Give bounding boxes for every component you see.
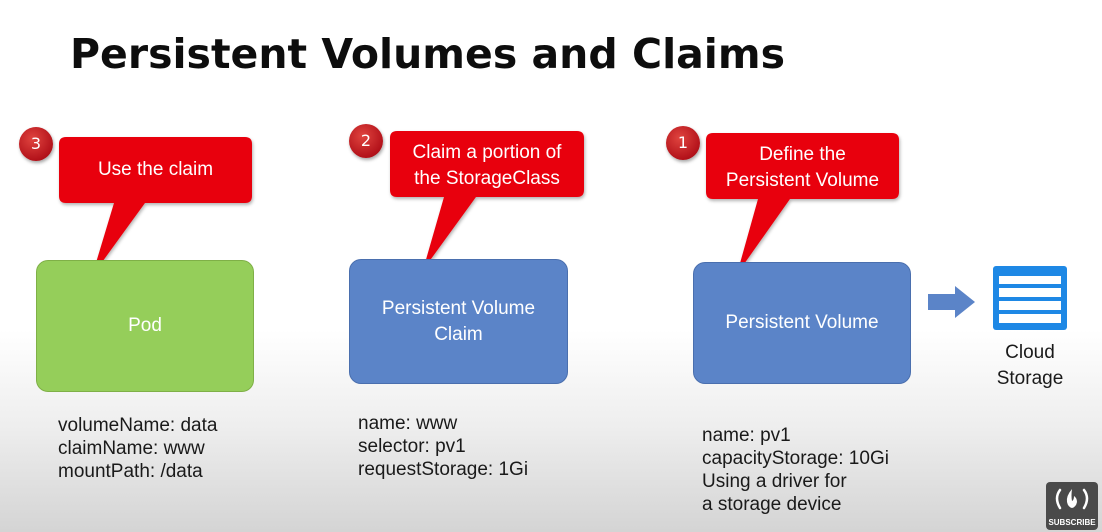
property-line: Using a driver for: [702, 471, 847, 492]
step-number-badge-3: 3: [19, 127, 53, 161]
callout-text-define-volume: Define the Persistent Volume: [706, 142, 899, 194]
cloud-storage-label: Cloud Storage: [985, 340, 1075, 392]
callout-bubble-2: [390, 131, 584, 270]
property-line: mountPath: /data: [58, 461, 203, 482]
property-line: name: www: [358, 413, 458, 434]
callout-line: Claim a portion of: [412, 142, 562, 163]
box-label-line: Pod: [128, 315, 162, 336]
volume-properties: name: pv1 capacityStorage: 10Gi Using a …: [702, 424, 889, 516]
callout-text-claim-portion: Claim a portion of the StorageClass: [390, 140, 584, 192]
callout-line: Use the claim: [97, 159, 214, 180]
slide-title: Persistent Volumes and Claims: [70, 30, 785, 78]
cloud-storage-icon: [993, 266, 1067, 330]
storage-label-line: Cloud: [1005, 342, 1055, 363]
pod-properties: volumeName: data claimName: www mountPat…: [58, 414, 217, 483]
property-line: capacityStorage: 10Gi: [702, 448, 889, 469]
box-label-line: Persistent Volume: [381, 297, 536, 319]
pod-box: Pod: [36, 260, 254, 392]
property-line: requestStorage: 1Gi: [358, 459, 529, 480]
box-label-line: Persistent Volume: [725, 312, 879, 333]
arrow-right-icon: [928, 286, 975, 318]
persistent-volume-claim-box: Persistent Volume Claim: [349, 259, 568, 384]
callout-line: the StorageClass: [414, 168, 560, 189]
box-label-line: Claim: [434, 323, 483, 345]
property-line: name: pv1: [702, 425, 791, 446]
step-number-badge-1: 1: [666, 126, 700, 160]
storage-label-line: Storage: [996, 368, 1064, 389]
claim-properties: name: www selector: pv1 requestStorage: …: [358, 412, 528, 481]
persistent-volume-box: Persistent Volume: [693, 262, 911, 384]
fire-logo-icon: [1055, 488, 1089, 510]
property-line: selector: pv1: [358, 436, 466, 457]
callout-line: Persistent Volume: [725, 170, 880, 191]
property-line: claimName: www: [58, 438, 205, 459]
subscribe-button[interactable]: SUBSCRIBE: [1046, 482, 1098, 530]
property-line: a storage device: [702, 494, 842, 515]
property-line: volumeName: data: [58, 415, 218, 436]
callout-bubble-1: [706, 133, 899, 274]
step-number-badge-2: 2: [349, 124, 383, 158]
callout-bubble-3: [59, 137, 252, 276]
callout-text-use-claim: Use the claim: [59, 157, 252, 183]
callout-line: Define the: [759, 144, 846, 165]
subscribe-label: SUBSCRIBE: [1048, 518, 1096, 527]
